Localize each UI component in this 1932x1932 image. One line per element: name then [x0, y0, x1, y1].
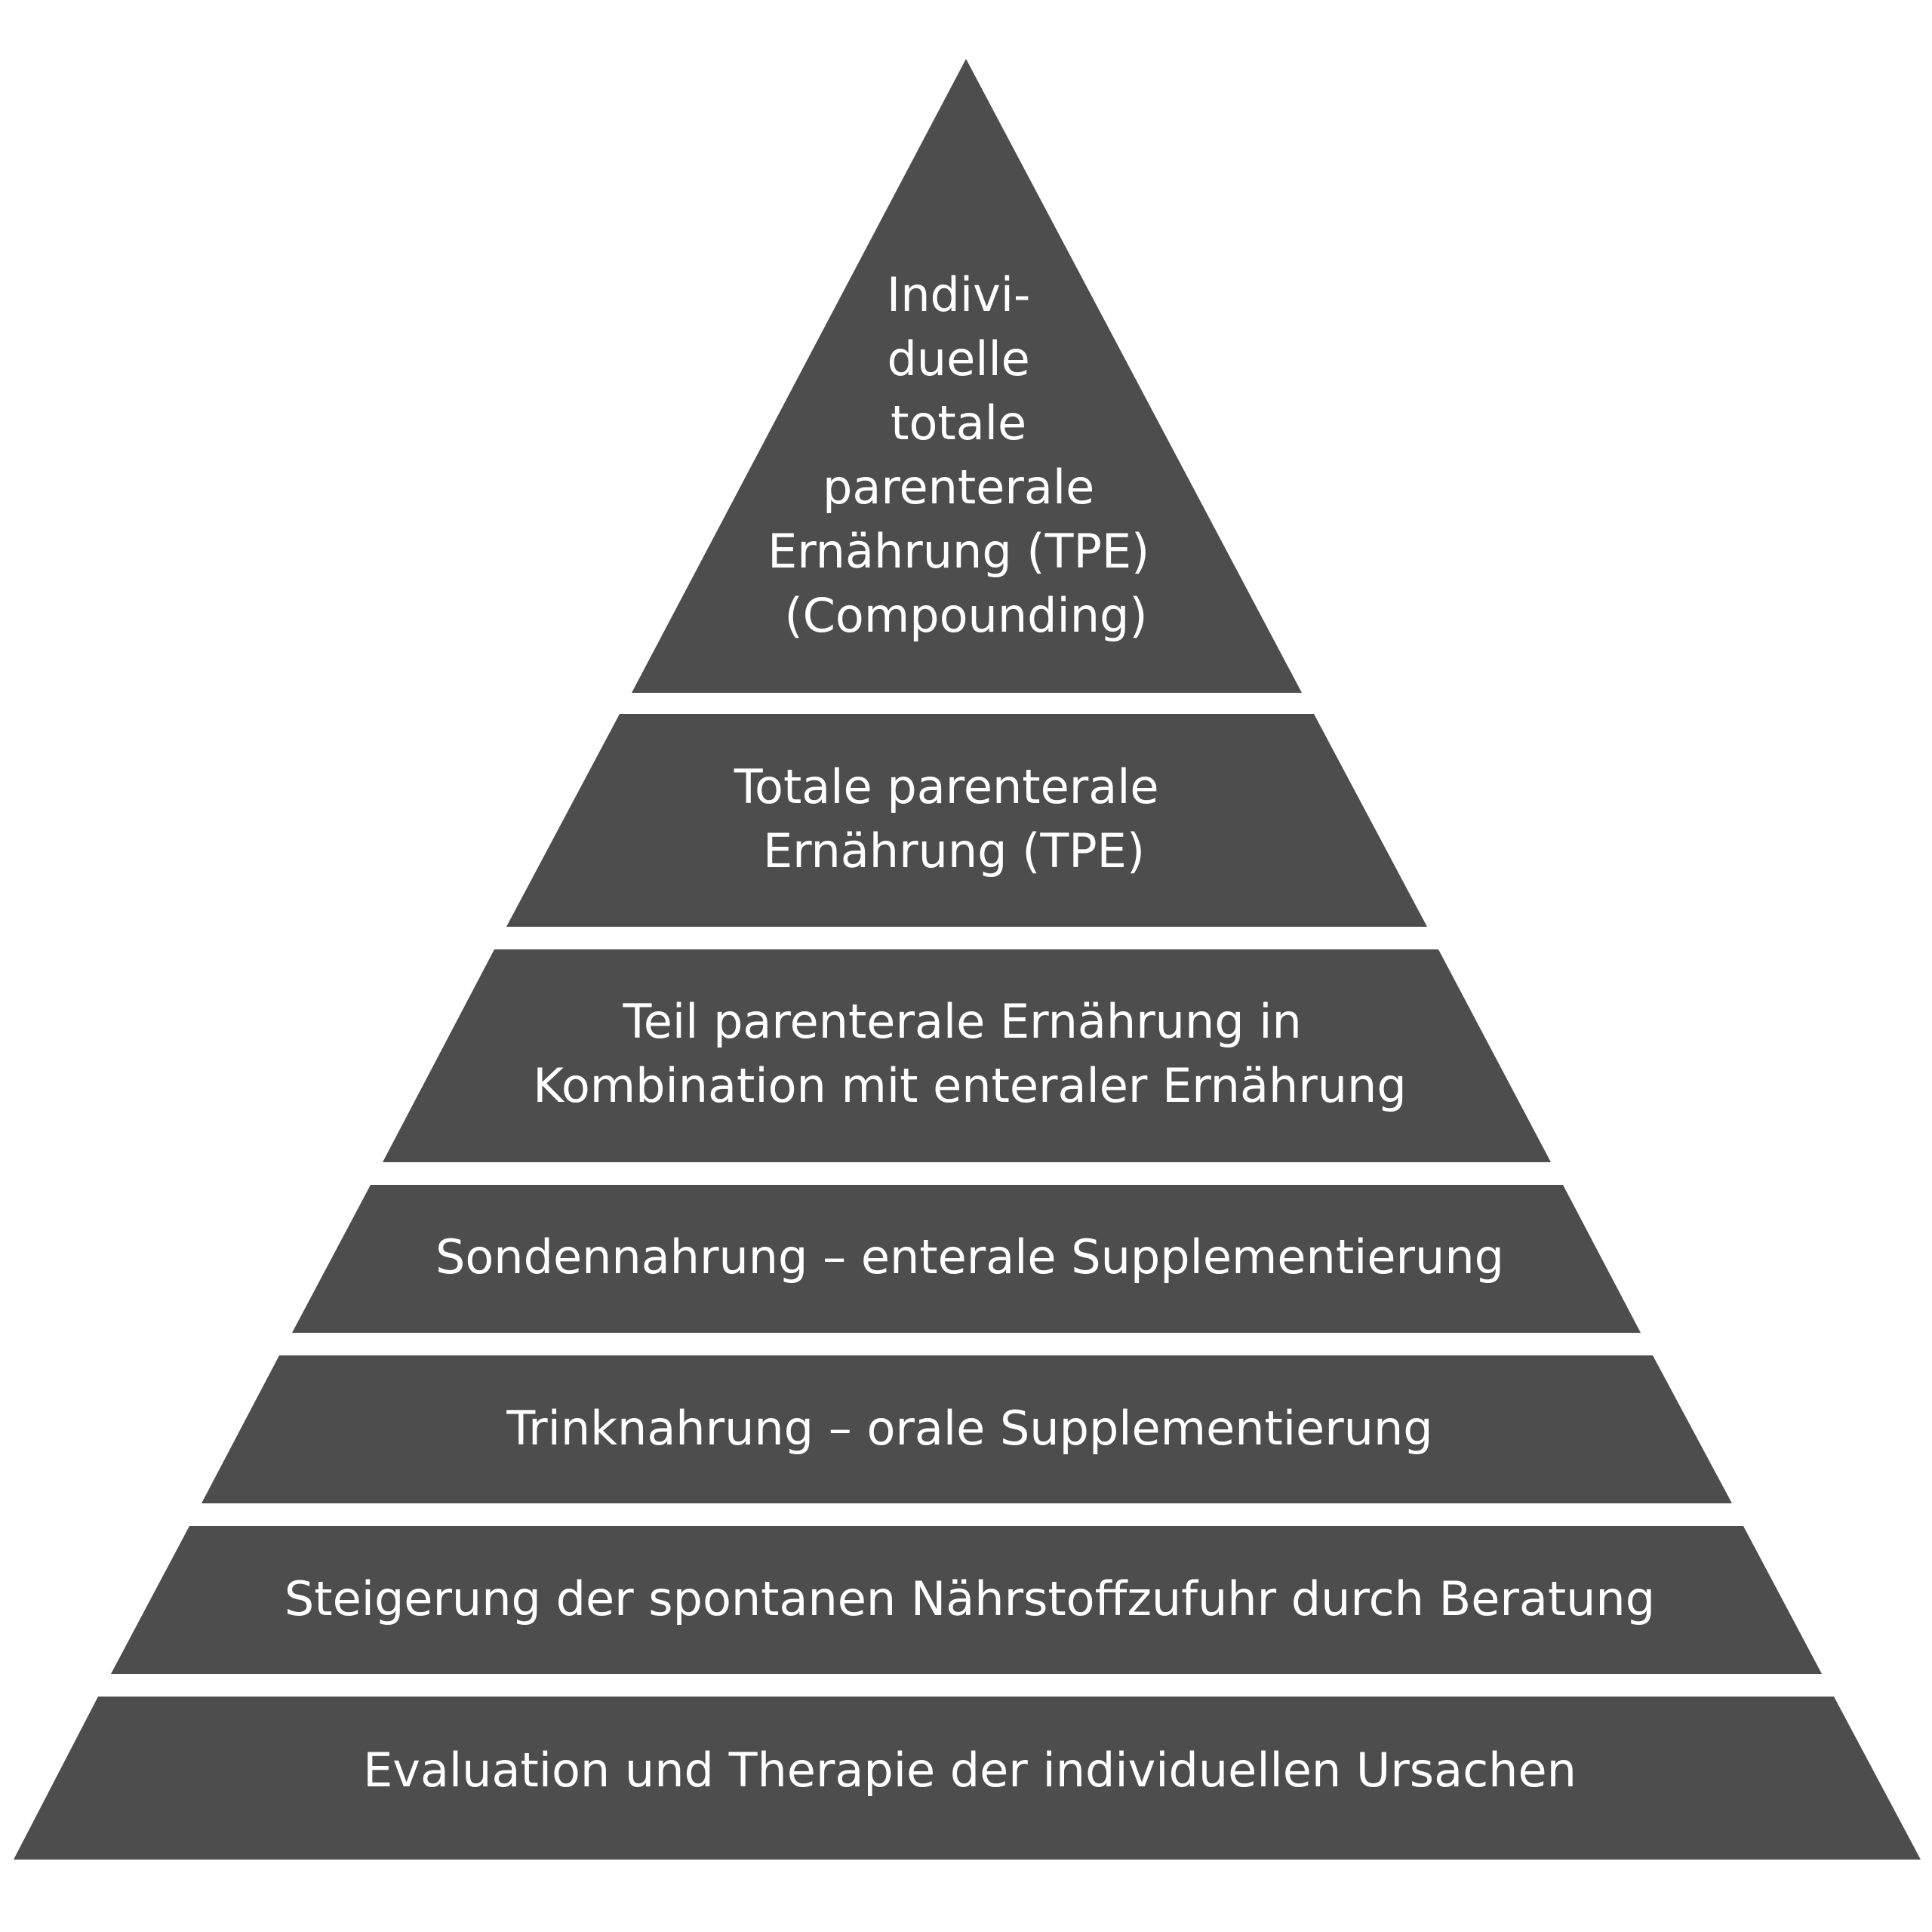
- pyramid-tier-5-shape: [202, 1355, 1732, 1503]
- pyramid-tier-5-label: Trinknahrung – orale Supplementierung: [506, 1401, 1432, 1456]
- pyramid-tier-7: Evaluation und Therapie der individuelle…: [14, 1697, 1921, 1860]
- pyramid-tier-3: Teil parenterale Ernährung in Kombinatio…: [383, 949, 1551, 1162]
- pyramid-tier-3-shape: [383, 949, 1551, 1162]
- pyramid-tier-7-label: Evaluation und Therapie der individuelle…: [363, 1743, 1577, 1798]
- pyramid-tier-2-line-2: Ernährung (TPE): [763, 823, 1145, 878]
- pyramid-tier-6-line-1: Steigerung der spontanen Nährstoffzufuhr…: [285, 1571, 1655, 1626]
- pyramid-tier-7-shape: [14, 1697, 1921, 1860]
- pyramid-tier-4-line-1: Sondennahrung – enterale Supplementierun…: [435, 1229, 1504, 1284]
- pyramid-tier-6-shape: [111, 1526, 1822, 1674]
- pyramid-tier-1-line-5: Ernährung (TPE): [768, 524, 1149, 579]
- pyramid-tier-5-line-1: Trinknahrung – orale Supplementierung: [506, 1401, 1432, 1456]
- pyramid-tier-1: Indivi- duelle totale parenterale Ernähr…: [632, 59, 1302, 693]
- pyramid-tier-7-line-1: Evaluation und Therapie der individuelle…: [363, 1743, 1577, 1798]
- pyramid-tier-4-label: Sondennahrung – enterale Supplementierun…: [435, 1229, 1504, 1284]
- pyramid-tier-2-line-1: Totale parenterale: [734, 759, 1159, 814]
- pyramid-tier-1-line-6: (Compounding): [784, 588, 1147, 643]
- pyramid-tier-3-line-1: Teil parenterale Ernährung in: [622, 994, 1301, 1049]
- pyramid-tier-4-shape: [292, 1185, 1641, 1333]
- pyramid-tier-1-line-1: Indivi-: [887, 267, 1030, 322]
- pyramid-tier-2: Totale parenterale Ernährung (TPE): [506, 714, 1427, 927]
- pyramid-tier-1-line-4: parenterale: [823, 460, 1094, 515]
- pyramid-tier-2-shape: [506, 714, 1427, 927]
- pyramid-tier-1-shape: [632, 59, 1302, 693]
- pyramid-tier-5: Trinknahrung – orale Supplementierung: [202, 1355, 1732, 1503]
- pyramid-tier-1-line-2: duelle: [887, 331, 1029, 386]
- pyramid-tier-2-label: Totale parenterale Ernährung (TPE): [734, 759, 1174, 878]
- pyramid-tier-3-label: Teil parenterale Ernährung in Kombinatio…: [533, 994, 1406, 1113]
- pyramid-tier-1-label: Indivi- duelle totale parenterale Ernähr…: [768, 267, 1164, 643]
- pyramid-tier-6: Steigerung der spontanen Nährstoffzufuhr…: [111, 1526, 1822, 1674]
- pyramid-tier-3-line-2: Kombination mit enteraler Ernährung: [533, 1058, 1406, 1113]
- pyramid-tier-4: Sondennahrung – enterale Supplementierun…: [292, 1185, 1641, 1333]
- pyramid-tier-6-label: Steigerung der spontanen Nährstoffzufuhr…: [285, 1571, 1655, 1626]
- pyramid-tier-1-line-3: totale: [891, 395, 1026, 451]
